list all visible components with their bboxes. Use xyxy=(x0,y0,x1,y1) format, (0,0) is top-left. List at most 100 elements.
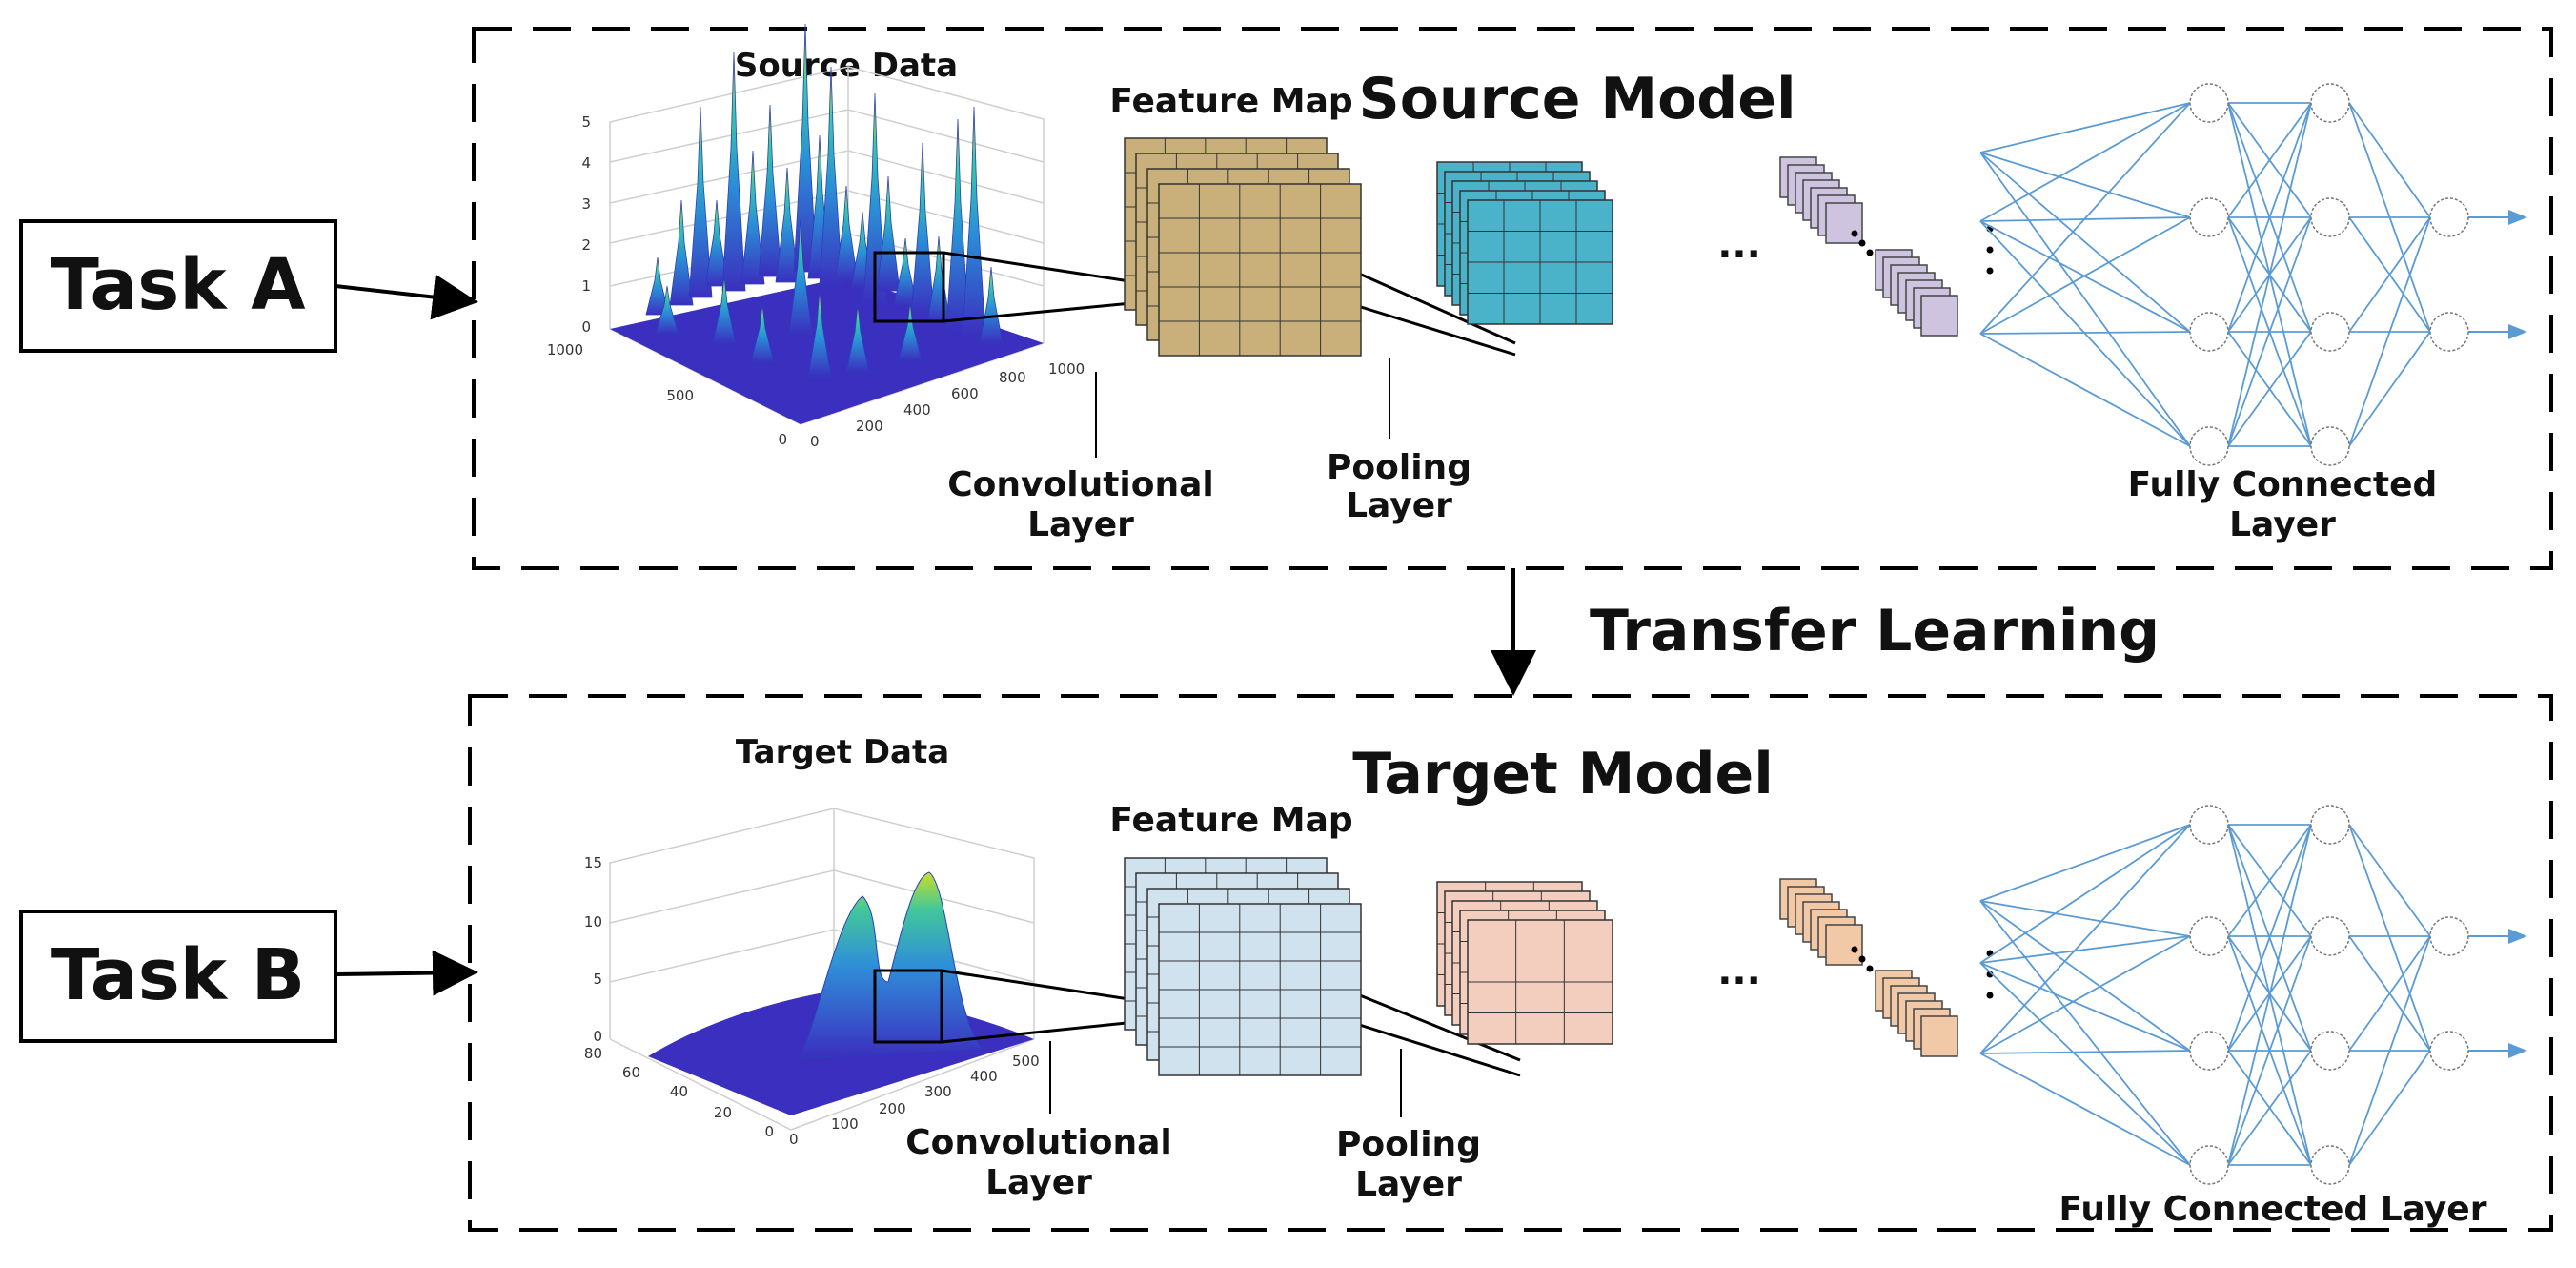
target-conv-label-1: Convolutional xyxy=(905,1123,1172,1162)
surface-peak xyxy=(669,199,694,306)
target-model-frame xyxy=(468,694,2553,1232)
source-z-tick: 2 xyxy=(581,236,591,254)
source-fc-label-2: Layer xyxy=(2229,505,2336,544)
fc-node xyxy=(2189,1031,2229,1071)
source-data-label: Source Data xyxy=(735,47,958,85)
surface-peak xyxy=(979,266,1004,344)
target-z-tick: 5 xyxy=(593,971,602,988)
fc-node xyxy=(2189,197,2229,237)
fc-node xyxy=(2189,83,2229,123)
small-map-sheet xyxy=(1825,202,1863,244)
source-x-tick: 1000 xyxy=(1048,360,1085,378)
task-b-label: Task B xyxy=(51,934,305,1016)
target-x-tick: 500 xyxy=(1012,1053,1040,1070)
target-y-tick: 80 xyxy=(584,1045,602,1062)
source-pooling-layer xyxy=(1436,161,1613,325)
transfer-learning-label: Transfer Learning xyxy=(1590,598,2160,665)
target-data-label: Target Data xyxy=(736,733,949,771)
source-fc-label-1: Fully Connected xyxy=(2128,465,2438,504)
target-x-tick: 0 xyxy=(789,1131,799,1148)
fc-node xyxy=(2429,312,2469,352)
target-x-tick: 400 xyxy=(970,1068,998,1085)
task-a-label: Task A xyxy=(51,244,305,326)
source-y-tick: 1000 xyxy=(547,341,583,358)
target-z-tick: 0 xyxy=(593,1028,602,1045)
target-x-tick: 100 xyxy=(831,1115,859,1133)
surface-peak xyxy=(898,302,923,361)
target-x-tick: 300 xyxy=(924,1083,952,1100)
target-y-tick: 40 xyxy=(670,1083,688,1100)
target-fully-connected xyxy=(1979,805,2527,1185)
source-fully-connected xyxy=(1979,83,2527,466)
pooling-sheet xyxy=(1467,919,1613,1045)
fc-node xyxy=(2310,1145,2350,1185)
fc-node xyxy=(2310,1031,2350,1071)
surface-peak xyxy=(862,92,887,304)
source-model-title: Source Model xyxy=(1358,66,1795,133)
target-fc-label: Fully Connected Layer xyxy=(2059,1190,2487,1229)
target-y-tick: 0 xyxy=(764,1123,774,1140)
target-data-plot: Target Data 0 5 10 15 80 60 40 20 0 0 10… xyxy=(584,733,1040,1148)
fc-node xyxy=(2189,916,2229,956)
target-pool-label-2: Layer xyxy=(1355,1165,1462,1204)
source-small-maps-2 xyxy=(1875,249,1958,337)
source-pool-label-1: Pooling xyxy=(1327,448,1471,487)
surface-peak xyxy=(876,175,901,292)
source-pool-label-2: Layer xyxy=(1346,486,1452,525)
surface-peak xyxy=(845,304,870,373)
target-small-maps-2 xyxy=(1875,970,1958,1057)
fc-node xyxy=(2189,426,2229,466)
surface-peak xyxy=(788,218,813,335)
task-a-arrow xyxy=(335,274,478,320)
source-zoom-box xyxy=(873,251,945,323)
fc-node xyxy=(2429,197,2469,237)
target-model-title: Target Model xyxy=(1352,741,1774,808)
feature-map-sheet xyxy=(1158,183,1362,357)
fc-node xyxy=(2310,83,2350,123)
fc-node xyxy=(2310,426,2350,466)
surface-peak xyxy=(740,150,765,285)
surface-peak xyxy=(750,304,775,363)
source-z-tick: 5 xyxy=(581,113,591,131)
target-surface-peaks xyxy=(800,871,983,1059)
source-x-tick: 400 xyxy=(903,401,931,419)
target-feature-map-label: Feature Map xyxy=(1109,801,1352,840)
source-z-tick: 3 xyxy=(581,195,591,213)
source-feature-map xyxy=(1124,137,1362,357)
source-z-tick: 0 xyxy=(581,318,591,336)
fc-node xyxy=(2310,916,2350,956)
source-x-tick: 200 xyxy=(856,418,883,435)
target-y-tick: 20 xyxy=(714,1104,732,1121)
fc-node xyxy=(2189,312,2229,352)
source-x-tick: 0 xyxy=(810,433,820,450)
source-y-tick: 0 xyxy=(778,431,787,448)
source-x-tick: 600 xyxy=(951,385,979,402)
target-conv-label-2: Layer xyxy=(985,1163,1092,1202)
surface-peak xyxy=(819,66,843,287)
target-z-tick: 10 xyxy=(584,913,602,931)
fc-node xyxy=(2429,916,2469,956)
fc-connections xyxy=(1979,824,2431,1166)
target-z-tick: 15 xyxy=(584,854,602,871)
target-ellipsis: ... xyxy=(1717,950,1761,993)
task-a-box: Task A xyxy=(19,219,337,353)
source-model-frame xyxy=(472,27,2553,570)
source-conv-label-2: Layer xyxy=(1027,505,1134,544)
small-map-sheet xyxy=(1920,295,1958,337)
source-small-maps-1 xyxy=(1779,156,1863,244)
source-feature-map-label: Feature Map xyxy=(1109,82,1352,121)
target-pool-label-1: Pooling xyxy=(1336,1125,1481,1164)
task-b-arrow xyxy=(335,950,478,996)
surface-peak xyxy=(688,106,713,298)
small-map-sheet xyxy=(1920,1015,1958,1057)
source-conv-label-1: Convolutional xyxy=(947,465,1214,504)
surface-peak xyxy=(721,51,746,292)
target-feature-map xyxy=(1124,857,1362,1076)
target-y-tick: 60 xyxy=(622,1064,640,1081)
fc-node xyxy=(2189,1145,2229,1185)
target-x-tick: 200 xyxy=(879,1100,906,1117)
surface-peak xyxy=(807,290,832,378)
fc-node xyxy=(2189,805,2229,845)
surface-peak xyxy=(775,167,800,283)
